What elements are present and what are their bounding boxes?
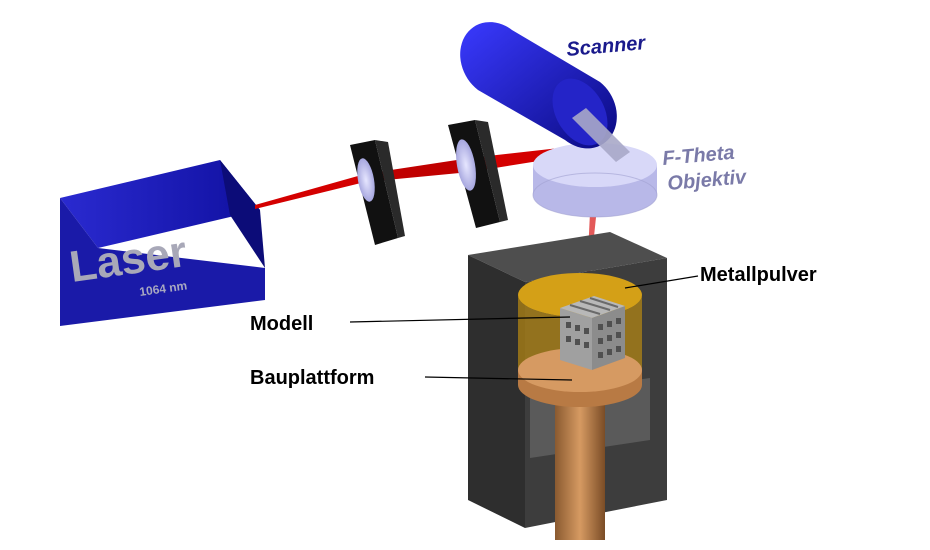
scanner-label: Scanner [566,32,648,61]
ftheta-bottom-edge [532,172,658,218]
mount-1-side [375,140,405,238]
bauplattform-label: Bauplattform [250,367,374,389]
ftheta-top [533,143,657,187]
leader-metallpulver [624,275,699,289]
lens-mount-2 [448,120,508,228]
model-lattice-holes [566,318,621,358]
lens-mount-1 [350,140,405,245]
laser-front-face [60,198,265,326]
scanner-mirror [572,108,630,162]
lens-2 [456,139,476,191]
lens-1 [357,158,375,202]
laser-wavelength: 1064 nm [138,278,188,299]
leader-modell [349,316,571,323]
model-top [560,296,625,318]
chamber-front [468,255,525,528]
model-top-slots [569,297,619,315]
laser-side-face [220,160,265,268]
ftheta-label-line2: Objektiv [667,166,749,195]
chamber-top [468,232,667,282]
leader-lines [349,275,699,381]
scanner-unit: Scanner [460,22,647,162]
ftheta-label-line1: F-Theta [662,142,736,170]
leader-bauplattform [424,376,573,381]
metallpulver-label: Metallpulver [700,264,817,286]
ftheta-objective [532,143,658,218]
modell-label: Modell [250,313,313,335]
beam-segment-1 [255,174,365,209]
laser-unit: Laser 1064 nm [60,160,265,326]
mount-2-side [475,120,508,222]
laser-top-face [60,160,260,248]
model-part [560,296,625,370]
